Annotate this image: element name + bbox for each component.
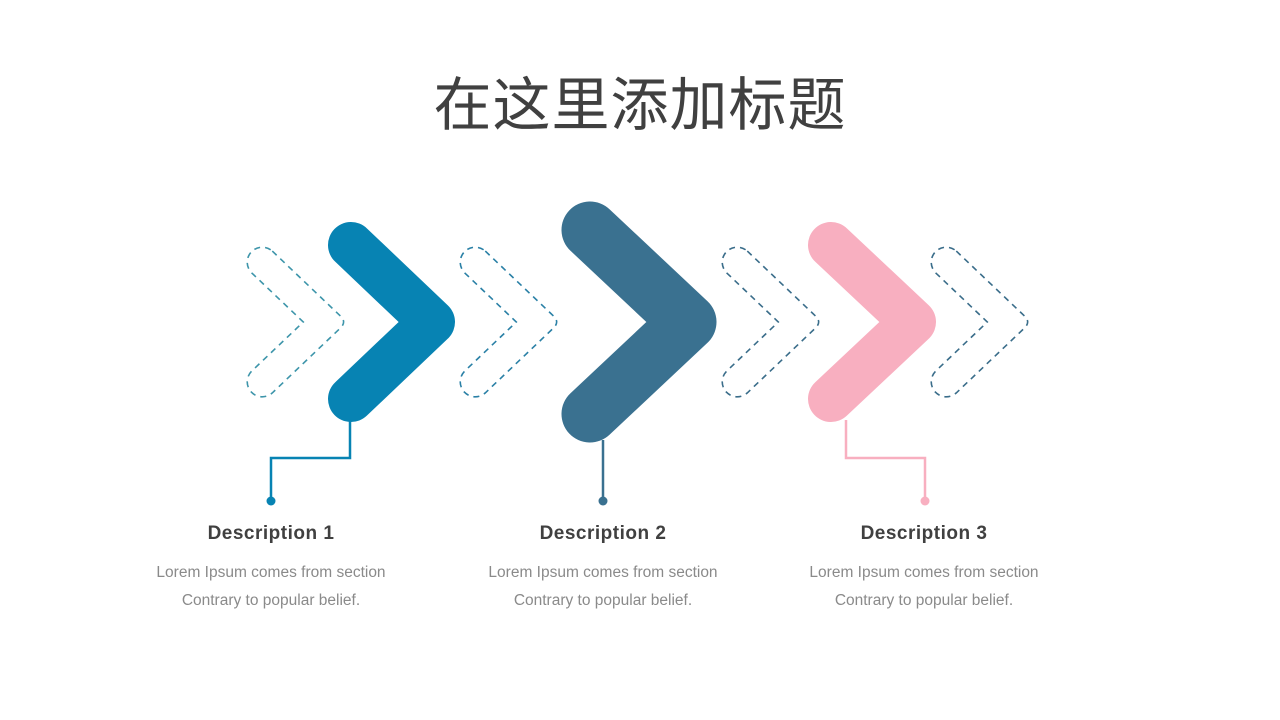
connector-dot-1 — [266, 496, 276, 506]
description-line: Lorem Ipsum comes from section — [156, 564, 386, 581]
connector-line-3 — [844, 420, 927, 500]
description-block-1: Description 1 Lorem Ipsum comes from sec… — [121, 523, 421, 615]
description-line: Contrary to popular belief. — [834, 592, 1014, 609]
description-line: Lorem Ipsum comes from section — [809, 564, 1039, 581]
chevron-step-3 — [808, 222, 936, 422]
connector-dot-3 — [920, 496, 930, 506]
description-line: Lorem Ipsum comes from section — [488, 564, 718, 581]
description-title-2: Description 2 — [539, 523, 667, 544]
description-title-3: Description 3 — [860, 523, 988, 544]
dashed-chevron-3 — [721, 246, 820, 398]
description-line: Contrary to popular belief. — [513, 592, 693, 609]
description-line: Contrary to popular belief. — [181, 592, 361, 609]
chevron-step-1 — [328, 222, 455, 422]
dashed-chevron-1 — [246, 246, 345, 398]
dashed-chevron-2 — [459, 246, 558, 398]
slide-title: 在这里添加标题 — [433, 71, 847, 139]
dashed-chevron-4 — [930, 246, 1029, 398]
description-block-3: Description 3 Lorem Ipsum comes from sec… — [774, 523, 1074, 615]
connector-line-1 — [269, 420, 352, 500]
connector-dot-2 — [598, 496, 608, 506]
description-block-2: Description 2 Lorem Ipsum comes from sec… — [453, 523, 753, 615]
description-title-1: Description 1 — [207, 523, 335, 544]
chevron-step-2 — [561, 201, 717, 443]
